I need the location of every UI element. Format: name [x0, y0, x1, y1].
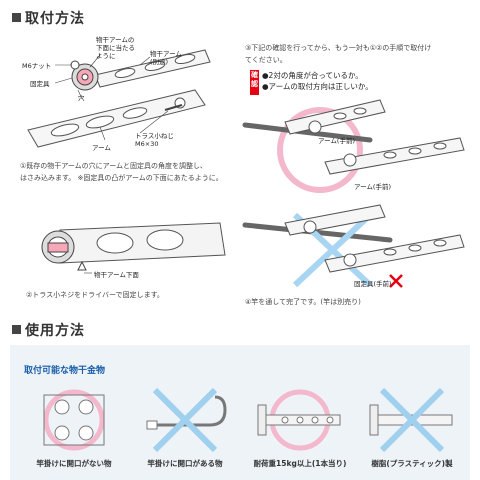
confirm-badge: 確認	[250, 70, 259, 95]
step1-illustration	[27, 49, 211, 148]
label-hole: 穴	[78, 94, 85, 102]
label-bump-note-line3: ように	[96, 52, 116, 60]
usage-item-2-caption: 竿掛けに開口がある物	[147, 459, 223, 468]
step1-text-line2: はさみ込みます。 ※固定具の凸がアームの下面にあたるように。	[20, 174, 223, 182]
usage-item-2-illustration	[146, 387, 227, 453]
usage-panel: 取付可能な物干金物 竿掛けに開口がない物 竿掛けに開口がある物 耐荷重15kg以…	[10, 345, 470, 480]
label-bump-note: 物干アームの 下面に当たる ように	[96, 36, 135, 60]
usage-item-1-illustration	[43, 389, 105, 451]
usage-item-3-illustration	[257, 389, 341, 451]
check-item-angle: ●2対の角度が合っているか。	[262, 71, 363, 80]
fixture-closeup-icon	[41, 230, 75, 264]
usage-item-4-caption: 樹脂(プラスティック)製	[371, 459, 453, 468]
ok-circle-icon	[277, 107, 363, 193]
label-underside: 物干アーム下面	[94, 271, 139, 279]
correct-install-illustration	[242, 99, 465, 193]
label-arm-front-a: アーム(手前)	[318, 137, 355, 145]
square-bullet-icon	[12, 13, 21, 22]
section-heading-install: 取付方法	[12, 8, 85, 28]
label-wrong-fixture: 固定具(手前)	[354, 280, 392, 288]
label-fixture: 固定具	[30, 80, 50, 88]
step3-text-line2: てください。	[245, 56, 287, 64]
square-bullet-icon	[12, 325, 21, 334]
label-dry-arm-line1: 物干アーム	[150, 50, 182, 58]
section-title-usage: 使用方法	[25, 323, 85, 339]
step2-illustration	[41, 222, 226, 274]
screw-icon	[164, 104, 183, 111]
label-screw: トラス小ねじ M6×30	[135, 132, 174, 148]
check-list: ●2対の角度が合っているか。 ●アームの取付方向は正しいか。	[262, 70, 373, 92]
ok-circle-icon	[43, 389, 105, 451]
label-screw-line1: トラス小ねじ	[135, 132, 174, 140]
bump-marker-icon	[77, 260, 87, 271]
step2-text: ②トラス小ネジをドライバーで固定します。	[26, 291, 164, 299]
pole-icon	[242, 122, 373, 143]
usage-item-4-illustration	[369, 387, 453, 453]
usage-subtitle: 取付可能な物干金物	[24, 366, 106, 376]
label-dry-arm-line2: (別途)	[150, 58, 169, 66]
wrong-install-illustration	[242, 204, 465, 288]
label-m6nut: M6ナット	[22, 62, 52, 70]
label-arm: アーム	[92, 144, 111, 152]
step4-text: ④竿を通して完了です。(竿は別売り)	[245, 298, 361, 306]
arm-bar-icon	[27, 89, 206, 148]
label-bump-note-line2: 下面に当たる	[96, 44, 135, 52]
label-dry-arm: 物干アーム (別途)	[150, 50, 182, 66]
red-x-icon	[389, 274, 403, 288]
check-item-direction: ●アームの取付方向は正しいか。	[262, 82, 373, 91]
step3-text-line1: ③下記の確認を行ってから、もう一対も①②の手順で取付け	[245, 44, 432, 52]
fixture-icon	[70, 60, 99, 91]
section-heading-usage: 使用方法	[12, 320, 85, 340]
usage-item-3-caption: 耐荷重15kg以上(1本当り)	[253, 459, 347, 468]
label-screw-line2: M6×30	[135, 140, 159, 148]
step1-text: ①既存の物干アームの穴にアームと固定具の角度を調整し、 はさみ込みます。 ※固定…	[20, 160, 245, 184]
dry-arm-icon	[94, 49, 211, 88]
usage-item-1-caption: 竿掛けに開口がない物	[36, 459, 112, 468]
section-title-install: 取付方法	[25, 11, 85, 27]
step3-text: ③下記の確認を行ってから、もう一対も①②の手順で取付け てください。	[245, 42, 470, 66]
label-bump-note-line1: 物干アームの	[96, 36, 135, 44]
step1-text-line1: ①既存の物干アームの穴にアームと固定具の角度を調整し、	[20, 162, 208, 170]
label-arm-front-b: アーム(手前)	[354, 183, 391, 191]
